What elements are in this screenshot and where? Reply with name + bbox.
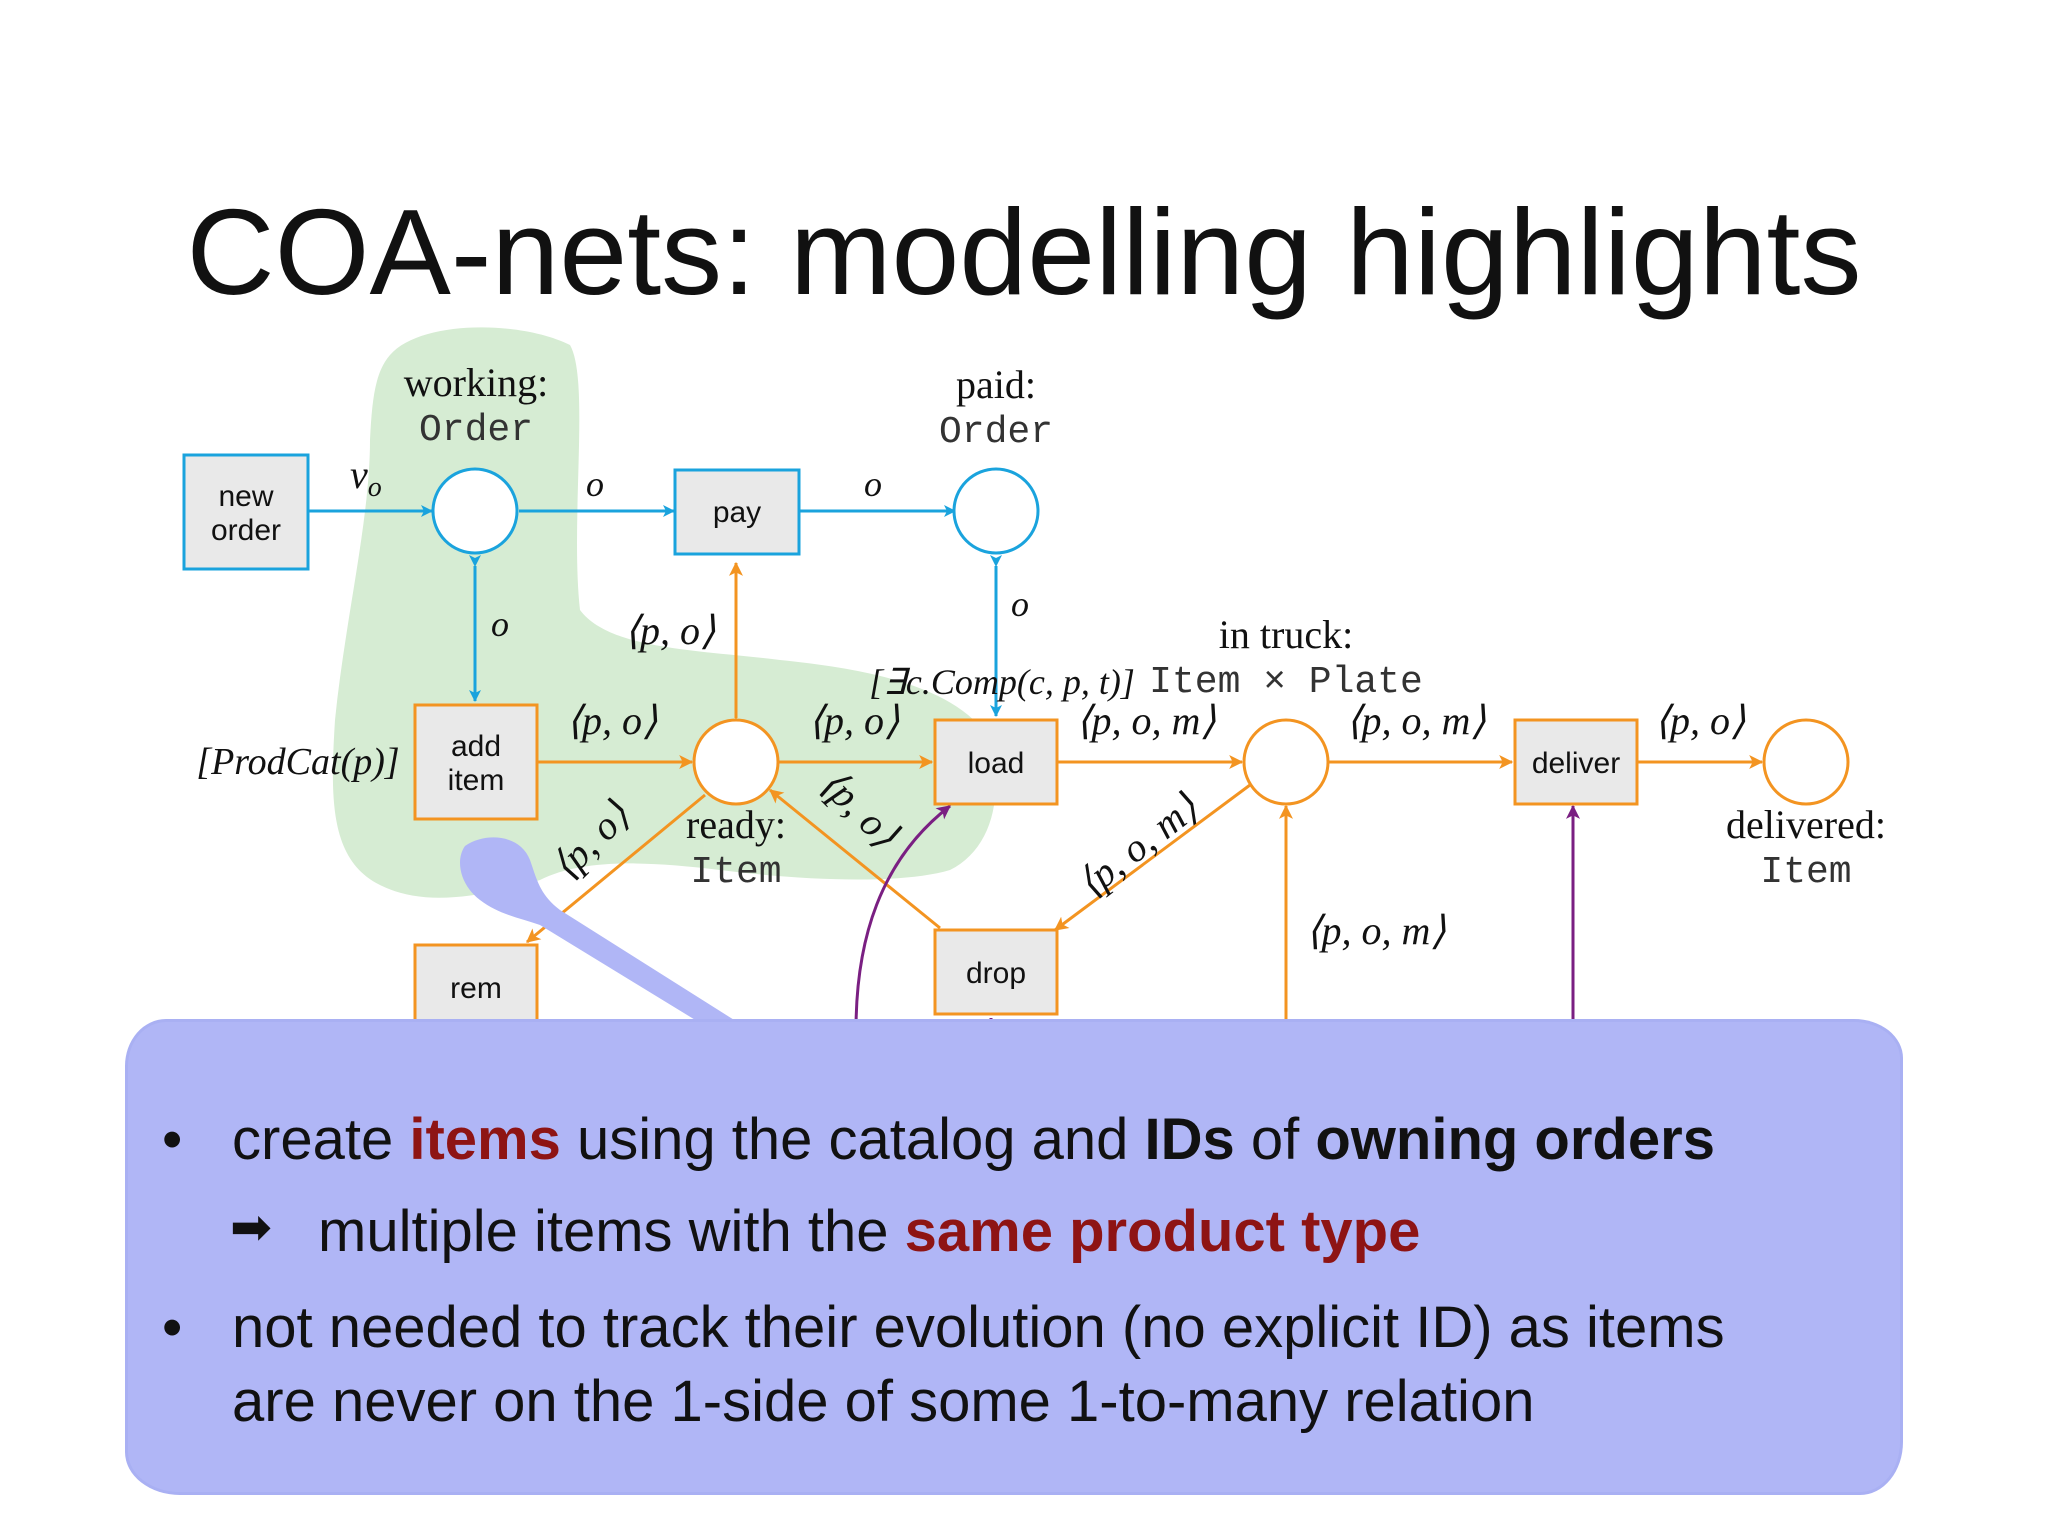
arc-label-o-4: o	[1011, 584, 1029, 624]
working-type: Order	[419, 409, 533, 452]
highlight-owning-orders: owning orders	[1315, 1107, 1715, 1172]
in-truck-type: Item × Plate	[1149, 661, 1423, 704]
arc-label-pom-2: ⟨p, o, m⟩	[1346, 698, 1486, 743]
in-truck-name: in truck:	[1219, 612, 1353, 657]
ready-type: Item	[690, 851, 781, 894]
transition-load	[933, 718, 1059, 806]
highlight-items: items	[409, 1107, 561, 1172]
arc-label-po-4: ⟨p, o⟩	[1654, 698, 1746, 743]
arrow-icon: ➡	[230, 1199, 272, 1255]
arc-drop-ready	[769, 788, 941, 930]
pay-label: pay	[713, 496, 761, 529]
deliver-label: deliver	[1532, 747, 1620, 780]
arc-label-pom-1: ⟨p, o, m⟩	[1076, 698, 1216, 743]
ready-name: ready:	[686, 802, 786, 847]
arc-label-o-2: o	[864, 464, 882, 504]
bullet-dot: •	[162, 1295, 183, 1360]
transition-drop	[933, 928, 1059, 1016]
highlight-ids: IDs	[1144, 1107, 1235, 1172]
highlight-same-product-type: same product type	[904, 1199, 1421, 1264]
pointer-blob	[460, 837, 750, 1040]
place-in-truck	[1242, 718, 1330, 806]
transition-pay	[673, 468, 801, 556]
arc-purple-load	[854, 804, 951, 1031]
arc-label-o-1: o	[586, 464, 604, 504]
paid-type: Order	[939, 411, 1053, 454]
transition-rem	[413, 943, 539, 1031]
arc-label-pom-rotated: ⟨p, o, m⟩	[1069, 784, 1207, 906]
bullet-line-3: •not needed to track their evolution (no…	[162, 1295, 1725, 1360]
callout-box: •create items using the catalog and IDs …	[128, 1022, 1900, 1492]
guard-prodcat: [ProdCat(p)]	[196, 741, 399, 783]
delivered-type: Item	[1760, 851, 1851, 894]
arc-label-po-2: ⟨p, o⟩	[566, 698, 658, 743]
arc-label-po-3: ⟨p, o⟩	[808, 698, 900, 743]
bullet-line-1: •create items using the catalog and IDs …	[162, 1107, 1715, 1172]
place-ready	[692, 718, 780, 806]
paid-name: paid:	[956, 362, 1036, 407]
transition-deliver	[1513, 718, 1639, 806]
rem-label: rem	[450, 972, 502, 1005]
add-item-label-2: item	[448, 764, 505, 797]
bullet-dot: •	[162, 1107, 183, 1172]
load-label: load	[968, 747, 1025, 780]
place-working	[431, 467, 519, 555]
new-order-label-1: new	[218, 480, 273, 513]
bullet-line-4: are never on the 1-side of some 1-to-man…	[232, 1369, 1535, 1434]
delivered-name: delivered:	[1726, 802, 1886, 847]
arc-label-pom-3: ⟨p, o, m⟩	[1306, 908, 1446, 953]
arc-intruck-drop	[1054, 783, 1251, 932]
bullet-line-2: ➡multiple items with the same product ty…	[230, 1199, 1421, 1264]
place-delivered	[1762, 718, 1850, 806]
add-item-label-1: add	[451, 730, 501, 763]
place-paid	[952, 467, 1040, 555]
guard-comp: [∃c.Comp(c, p, t)]	[869, 662, 1135, 702]
arc-label-nu: νo	[350, 452, 382, 503]
transition-add-item	[413, 703, 539, 821]
arc-label-po-1: ⟨p, o⟩	[624, 608, 716, 653]
new-order-label-2: order	[211, 514, 281, 547]
arc-label-o-3: o	[491, 604, 509, 644]
working-name: working:	[404, 360, 548, 405]
slide-title: COA-nets: modelling highlights	[186, 184, 1862, 320]
transition-new-order	[182, 453, 310, 571]
drop-label: drop	[966, 957, 1026, 990]
